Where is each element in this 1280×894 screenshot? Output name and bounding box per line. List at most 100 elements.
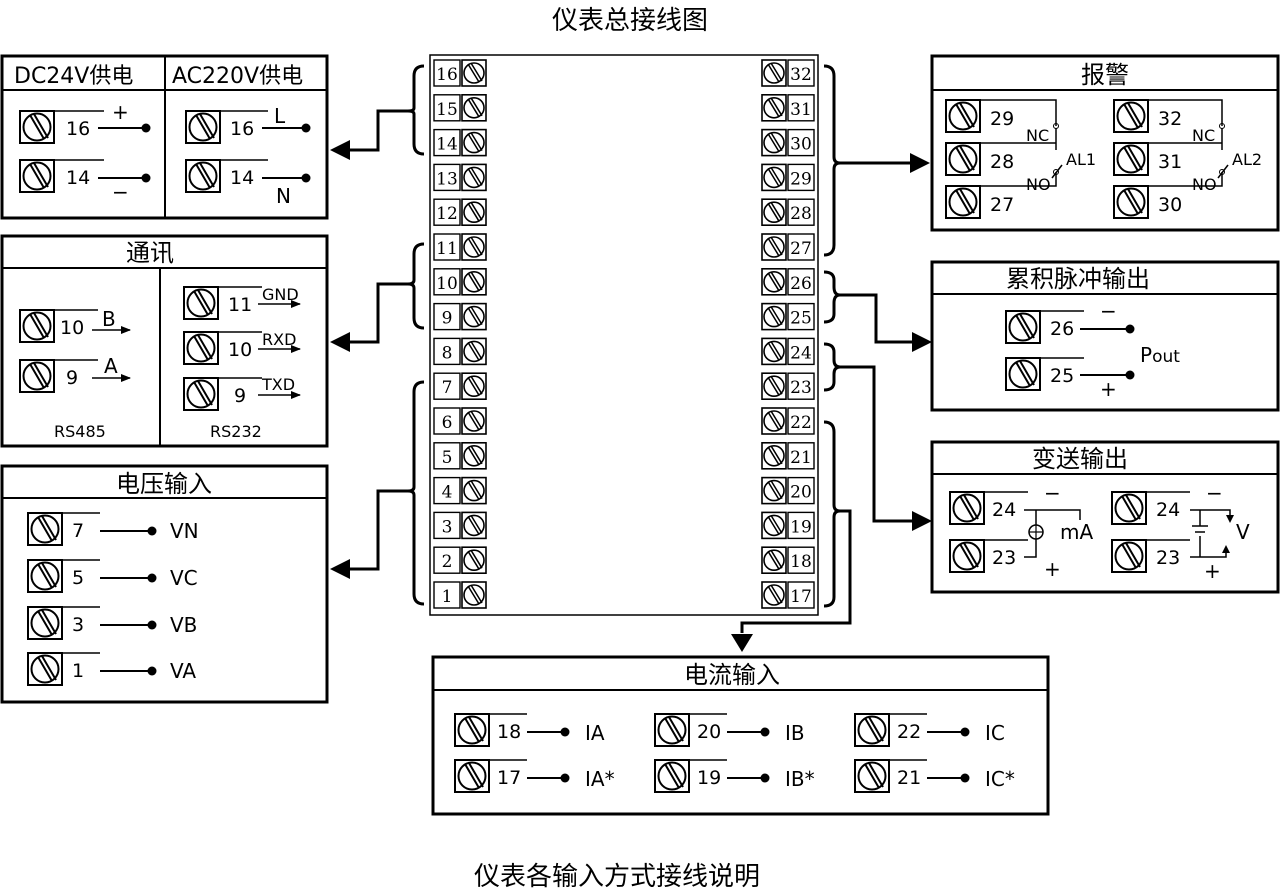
arrowhead-voltage (330, 559, 350, 579)
terminal-right-26: 26 (761, 267, 815, 296)
current-signal: IA* (585, 767, 615, 791)
terminal-left-7: 7 (433, 372, 487, 401)
terminal-left-15: 15 (433, 94, 487, 122)
terminal-right-label: 21 (790, 448, 812, 468)
dc-plus-sign: + (112, 100, 129, 124)
pulse-minus: − (1100, 299, 1117, 323)
voltage-pin: 5 (72, 567, 84, 589)
ma-minus: − (1044, 481, 1061, 505)
al2-nc-label: NC (1192, 126, 1215, 145)
current-title: 电流输入 (684, 661, 780, 689)
terminal-left-label: 3 (442, 517, 453, 537)
terminal-right-label: 29 (790, 169, 812, 189)
arrowhead-power (330, 140, 350, 160)
alarm-panel: 报警 29 28 27 NC NO AL1 32 31 30 (930, 54, 1280, 232)
al1-nc-label: NC (1026, 126, 1049, 145)
rs485-b-label: B (102, 307, 116, 331)
terminal-left-14: 14 (433, 128, 487, 157)
terminal-right-20: 20 (761, 476, 815, 505)
terminal-left-12: 12 (433, 198, 487, 226)
terminal-right-label: 26 (790, 274, 812, 294)
ma-pin-24: 24 (992, 499, 1016, 521)
pulse-title: 累积脉冲输出 (1006, 265, 1150, 293)
terminal-left-8: 8 (433, 337, 487, 366)
terminal-right-label: 19 (790, 517, 812, 537)
arrowhead-current (731, 634, 753, 652)
terminal-left-label: 10 (436, 274, 458, 294)
ac-n-sign: N (276, 184, 291, 208)
comm-panel: 通讯 10 B 9 A RS485 11 GND 10 RXD 9 TXD RS… (0, 234, 329, 448)
terminal-right-24: 24 (761, 337, 815, 366)
terminal-right-label: 28 (790, 204, 812, 224)
current-signal: IB* (785, 767, 815, 791)
terminal-left-label: 4 (442, 483, 453, 503)
pulse-p-label: Pout (1140, 343, 1180, 367)
arrowhead-alarm (910, 153, 930, 173)
terminal-right-23: 23 (761, 372, 815, 401)
leader-arrowheads (330, 140, 932, 652)
current-row: 19 IB* (654, 759, 815, 793)
voltage-signal: VB (170, 613, 197, 637)
connection-leaders (340, 64, 915, 633)
terminal-right-29: 29 (761, 163, 815, 192)
pulse-plus: + (1100, 377, 1117, 401)
al2-pin-31: 31 (1158, 151, 1182, 173)
current-pin: 21 (897, 767, 921, 789)
terminal-left-4: 4 (433, 476, 487, 505)
v-pin-24: 24 (1156, 499, 1180, 521)
al2-pin-30: 30 (1158, 194, 1182, 216)
current-signal: IC* (985, 767, 1015, 791)
terminal-left-3: 3 (433, 511, 487, 540)
rs485-pin-10: 10 (60, 317, 84, 339)
al1-pin-28: 28 (990, 151, 1014, 173)
terminal-right-17: 17 (761, 581, 815, 609)
rs232-txd-label: TXD (261, 375, 295, 394)
terminal-left-9: 9 (433, 302, 487, 331)
terminal-right-label: 31 (790, 100, 812, 120)
terminal-right-label: 25 (790, 309, 812, 329)
ma-plus: + (1044, 557, 1061, 581)
ac-l-sign: L (274, 104, 286, 128)
dc-pin-16: 16 (66, 118, 90, 140)
terminal-left-5: 5 (433, 441, 487, 470)
terminal-right-label: 17 (790, 587, 812, 607)
voltage-signal: VN (170, 519, 199, 543)
voltage-row: 5 VC (27, 559, 198, 593)
voltage-signal: VA (170, 659, 196, 683)
pulse-panel: 累积脉冲输出 26 − 25 + Pout (930, 260, 1280, 412)
v-pin-23: 23 (1156, 547, 1180, 569)
terminal-right-22: 22 (761, 407, 815, 435)
voltage-signal: VC (170, 566, 198, 590)
current-pin: 22 (897, 721, 921, 743)
al1-pin-27: 27 (990, 194, 1014, 216)
terminal-right-label: 24 (790, 343, 812, 363)
terminal-right-label: 23 (790, 378, 812, 398)
current-pin: 17 (497, 767, 521, 789)
terminal-right-27: 27 (761, 233, 815, 261)
terminal-left-label: 7 (442, 378, 453, 398)
current-pin: 19 (697, 767, 721, 789)
v-minus: − (1206, 481, 1223, 505)
terminal-right-label: 18 (790, 552, 812, 572)
terminal-right-18: 18 (761, 546, 815, 575)
dc-minus-sign: − (112, 180, 129, 204)
rs485-a-label: A (104, 354, 118, 378)
v-plus: + (1204, 559, 1221, 583)
dc-power-title: DC24V供电 (14, 64, 133, 89)
terminal-left-label: 13 (436, 169, 458, 189)
terminal-left-label: 2 (442, 552, 453, 572)
terminal-left-label: 16 (436, 65, 458, 85)
terminal-left-label: 6 (442, 413, 453, 433)
diagram-title: 仪表总接线图 (552, 6, 709, 36)
terminal-left-6: 6 (433, 407, 487, 435)
current-pin: 20 (697, 721, 721, 743)
terminal-left-10: 10 (433, 267, 487, 296)
arrowhead-comm (330, 332, 350, 352)
al2-pin-32: 32 (1158, 108, 1182, 130)
rs232-pin-9: 9 (234, 385, 246, 407)
